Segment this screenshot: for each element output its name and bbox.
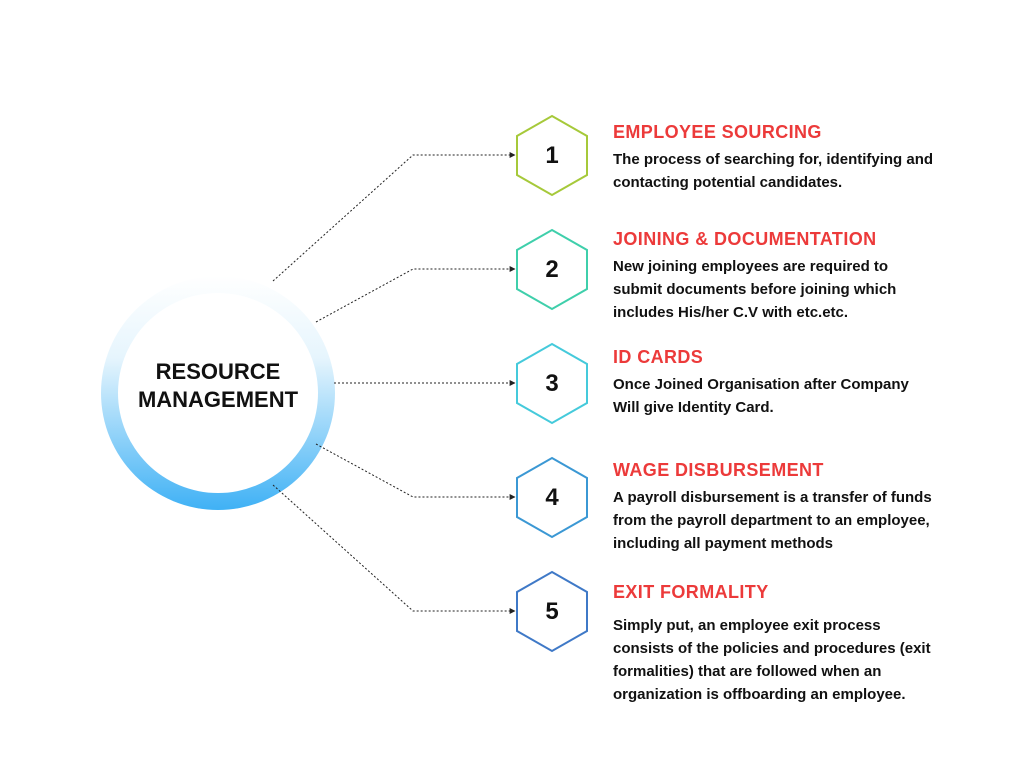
step-3: ID CARDS Once Joined Organisation after …	[613, 346, 938, 419]
step-number-2: 2	[545, 256, 559, 283]
center-title-line1: RESOURCE	[155, 359, 281, 384]
hexagon-2	[516, 228, 588, 311]
center-title: RESOURCE MANAGEMENT	[118, 358, 318, 414]
connector-1	[272, 152, 516, 282]
step-5-title: EXIT FORMALITY	[613, 582, 769, 602]
hexagon-5	[516, 570, 588, 653]
step-5: EXIT FORMALITY Simply put, an employee e…	[613, 581, 938, 706]
connector-4	[315, 443, 516, 500]
step-number-3: 3	[545, 370, 559, 397]
hexagon-4	[516, 456, 588, 539]
step-5-description: Simply put, an employee exit process con…	[613, 617, 931, 703]
step-1-description: The process of searching for, identifyin…	[613, 151, 934, 191]
step-number-4: 4	[545, 484, 559, 511]
center-title-line2: MANAGEMENT	[137, 387, 299, 412]
center-disc	[118, 293, 318, 493]
connector-5	[272, 484, 516, 614]
step-4: WAGE DISBURSEMENT A payroll disbursement…	[613, 459, 938, 555]
step-2: JOINING & DOCUMENTATION New joining empl…	[613, 228, 938, 324]
step-4-title: WAGE DISBURSEMENT	[613, 460, 824, 480]
step-4-description: A payroll disbursement is a transfer of …	[613, 489, 932, 552]
step-1-title: EMPLOYEE SOURCING	[613, 122, 822, 142]
step-number-5: 5	[545, 598, 559, 625]
step-2-title: JOINING & DOCUMENTATION	[613, 229, 877, 249]
step-2-description: New joining employees are required to su…	[613, 258, 897, 321]
step-1: EMPLOYEE SOURCING The process of searchi…	[613, 121, 938, 194]
step-number-1: 1	[545, 142, 559, 169]
connector-2	[315, 266, 516, 323]
step-3-title: ID CARDS	[613, 347, 704, 367]
hexagon-3	[516, 342, 588, 425]
hexagon-1	[516, 114, 588, 197]
step-3-description: Once Joined Organisation after Company W…	[613, 376, 909, 416]
